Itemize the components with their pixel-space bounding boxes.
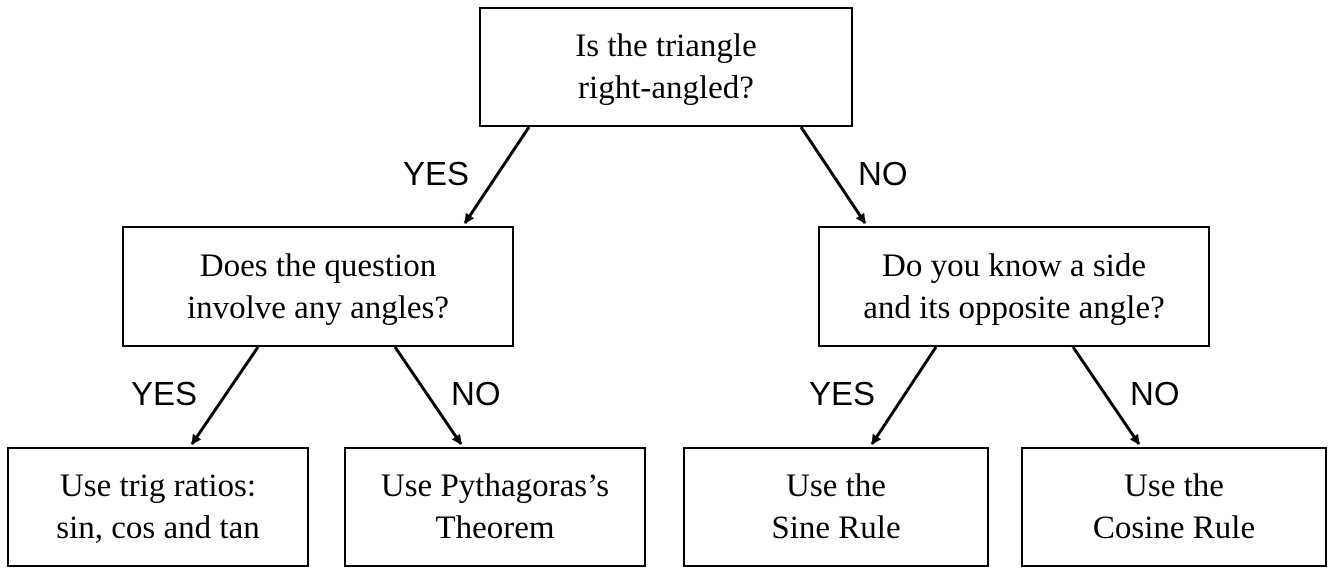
sine-rule-line1: Use the [786,468,886,504]
arrow-side-no [1071,346,1141,445]
angles-yes-label: YES [131,375,198,412]
root-question-line2: right-angled? [578,70,754,106]
arrow-angles-no [393,346,463,445]
root-question-box: Is the triangle right-angled? [479,7,853,127]
arrow-root-yes [463,126,531,224]
cosine-rule-line1: Use the [1124,468,1224,504]
pythagoras-line2: Theorem [435,510,555,546]
pythagoras-box: Use Pythagoras’s Theorem [344,447,646,567]
cosine-rule-line2: Cosine Rule [1092,510,1256,546]
side-question-line1: Do you know a side [882,247,1146,284]
side-question-line2: and its opposite angle? [863,289,1165,326]
arrow-root-no [799,126,867,224]
arrow-angles-yes [190,346,260,445]
side-question-box: Do you know a side and its opposite angl… [818,226,1210,347]
side-yes-label: YES [809,375,876,412]
trig-ratios-line1: Use trig ratios: [59,468,257,504]
pythagoras-line1: Use Pythagoras’s [380,468,610,504]
trig-ratios-line2: sin, cos and tan [56,510,260,546]
root-question-line1: Is the triangle [575,28,757,64]
angles-no-label: NO [451,375,501,412]
angles-question-line2: involve any angles? [186,289,450,326]
cosine-rule-box: Use the Cosine Rule [1021,447,1327,567]
side-no-label: NO [1130,375,1180,412]
angles-question-line1: Does the question [199,247,437,284]
angles-question-box: Does the question involve any angles? [122,226,514,347]
sine-rule-box: Use the Sine Rule [683,447,989,567]
root-no-label: NO [858,155,908,192]
trig-ratios-box: Use trig ratios: sin, cos and tan [7,447,309,567]
sine-rule-line2: Sine Rule [771,510,901,546]
arrow-side-yes [870,346,938,445]
root-yes-label: YES [403,155,470,192]
